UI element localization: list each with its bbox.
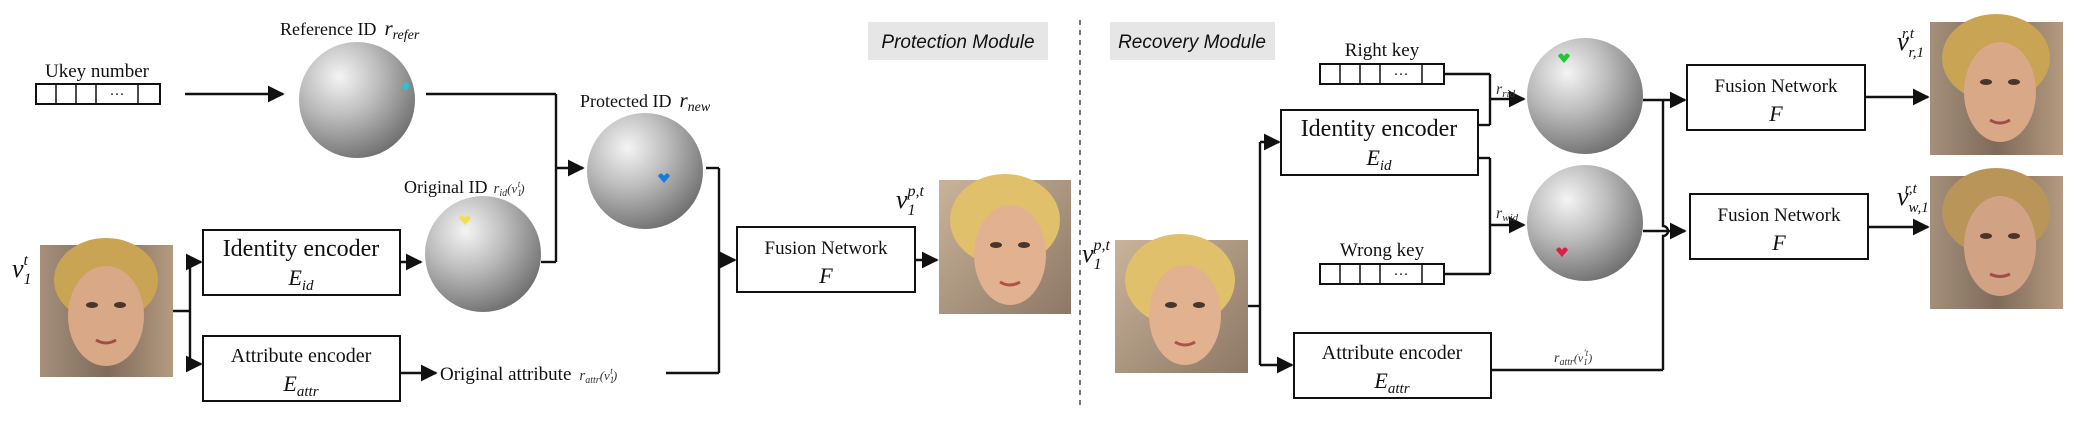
recovery-attribute-encoder-title: Attribute encoder	[1322, 342, 1463, 364]
recovery-identity-encoder-title: Identity encoder	[1301, 116, 1458, 142]
ukey-dots: ···	[110, 87, 125, 103]
rrid-label: rrid	[1496, 81, 1516, 100]
fusion-network-box: Fusion Network F	[736, 226, 916, 293]
right-key-label: Right key	[1345, 40, 1420, 61]
wrong-key-array: ···	[1319, 263, 1445, 285]
recovery-input-face-label: v1p,t	[1082, 237, 1111, 273]
recovery-input-face-image	[1115, 234, 1248, 373]
right-key-array: ···	[1319, 63, 1445, 85]
fusion-network-symbol: F	[818, 263, 833, 288]
attribute-encoder-symbol: Eattr	[282, 371, 318, 400]
recovery-fusion-top-symbol: F	[1768, 101, 1783, 126]
recovery-fusion-top-title: Fusion Network	[1715, 76, 1838, 97]
recovery-identity-encoder-box: Identity encoder Eid	[1280, 109, 1479, 176]
original-id-sphere	[425, 196, 541, 312]
input-face-label: v1t	[12, 252, 32, 288]
reference-id-sphere	[299, 42, 415, 158]
right-id-marker	[1558, 53, 1570, 63]
recovered-wrong-label: vw,1r,t	[1897, 181, 1929, 216]
recovery-fusion-bottom-box: Fusion Network F	[1689, 193, 1869, 260]
recovery-module-label-bg	[1110, 22, 1275, 60]
right-key-dots: ···	[1394, 67, 1409, 83]
recovered-right-face-image	[1930, 14, 2063, 155]
input-face-image	[40, 238, 173, 377]
protected-face-image	[939, 174, 1071, 314]
attribute-vertical	[1661, 104, 1670, 370]
attribute-encoder-title: Attribute encoder	[231, 345, 372, 367]
recovered-right-label: vr,1r,t	[1897, 26, 1924, 61]
recovery-attribute-encoder-box: Attribute encoder Eattr	[1293, 332, 1492, 399]
recovery-fusion-bottom-title: Fusion Network	[1718, 205, 1841, 226]
attribute-encoder-box: Attribute encoder Eattr	[202, 335, 401, 402]
recovery-attribute-label: rattr(v1′t)	[1554, 348, 1592, 368]
protection-module: Protection Module Ukey number ··· Refere…	[12, 16, 1071, 402]
ukey-array: ···	[35, 83, 161, 105]
reference-id-marker	[402, 82, 410, 91]
protection-module-label: Protection Module	[881, 32, 1034, 53]
ukey-label: Ukey number	[45, 61, 150, 82]
original-id-marker	[459, 215, 471, 225]
recovery-module-label: Recovery Module	[1118, 32, 1266, 53]
identity-encoder-title: Identity encoder	[223, 236, 380, 262]
fusion-network-title: Fusion Network	[765, 238, 888, 259]
wrong-id-sphere	[1527, 165, 1643, 281]
recovered-wrong-face-image	[1930, 168, 2063, 309]
identity-encoder-symbol: Eid	[287, 265, 314, 294]
rwid-label: rwid	[1496, 205, 1519, 224]
wrong-id-marker	[1556, 247, 1568, 257]
protection-module-label-bg	[868, 22, 1048, 60]
right-id-sphere	[1527, 38, 1643, 154]
recovery-attribute-encoder-symbol: Eattr	[1373, 368, 1409, 397]
protected-face-label: v1p,t	[896, 183, 925, 219]
recovery-fusion-bottom-symbol: F	[1771, 230, 1786, 255]
recovery-module: Recovery Module v1p,t Identity encoder E…	[1082, 14, 2063, 399]
protected-id-sphere	[587, 113, 703, 229]
recovery-fusion-top-box: Fusion Network F	[1686, 64, 1866, 131]
identity-encoder-box: Identity encoder Eid	[202, 229, 401, 296]
wrong-key-dots: ···	[1394, 267, 1409, 283]
recovery-identity-encoder-symbol: Eid	[1365, 145, 1392, 174]
protected-id-marker	[658, 173, 670, 183]
wrong-key-label: Wrong key	[1340, 240, 1425, 261]
